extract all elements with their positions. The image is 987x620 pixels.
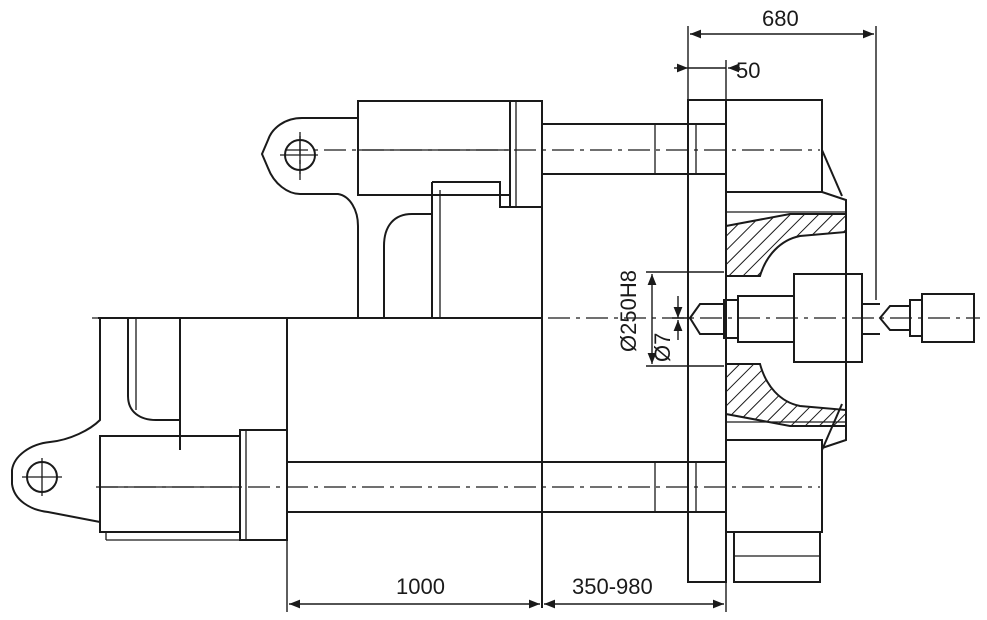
dim-50-label: 50: [736, 58, 760, 83]
upper-cylinder-block: [357, 100, 543, 318]
dim-bore-label: Ø250H8: [616, 270, 641, 352]
upper-toggle-link: [260, 117, 359, 318]
dimension-50: 50: [674, 58, 760, 100]
upper-tie-bar: [542, 123, 725, 175]
platen-bore-section: [725, 213, 847, 427]
dimension-nozzle-diameter: Ø7: [650, 296, 690, 362]
dimension-350-980: 350-980: [544, 574, 727, 612]
dimension-680: 680: [687, 6, 877, 300]
dimension-1000: 1000: [286, 462, 540, 612]
dim-1000-label: 1000: [396, 574, 445, 599]
lower-tie-bar: [287, 461, 725, 513]
fixed-platen: [687, 99, 847, 583]
lower-toggle-link: [11, 318, 181, 523]
dim-350-980-label: 350-980: [572, 574, 653, 599]
centerlines: [92, 132, 980, 488]
lower-cylinder-block: [99, 429, 288, 541]
dim-nozzle-label: Ø7: [650, 333, 675, 362]
dim-680-label: 680: [762, 6, 799, 31]
dimension-bore-diameter: Ø250H8: [616, 270, 724, 367]
